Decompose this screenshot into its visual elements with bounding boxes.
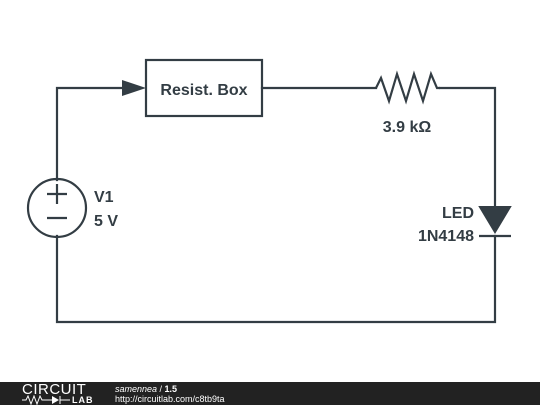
- resistor-value: 3.9 kΩ: [383, 119, 432, 136]
- title-separator: /: [157, 384, 165, 394]
- resist-box-component: [144, 58, 264, 118]
- footer-title-line: samennea / 1.5: [115, 384, 225, 394]
- resistor-component: [375, 70, 440, 105]
- author-name[interactable]: samennea: [115, 384, 158, 394]
- circuit-url[interactable]: http://circuitlab.com/c8tb9ta: [115, 394, 225, 404]
- led-diode-icon: [478, 206, 512, 234]
- voltage-source-value: 5 V: [94, 213, 118, 230]
- resist-box-label: Resist. Box: [160, 82, 247, 99]
- led-part: 1N4148: [418, 228, 474, 245]
- resistor-diode-logo-icon: [22, 395, 70, 405]
- logo-text-bottom: LAB: [72, 395, 94, 405]
- footer-bar: CIRCUIT LAB samennea / 1.5 http://circui…: [0, 382, 540, 405]
- footer-info: samennea / 1.5 http://circuitlab.com/c8t…: [115, 384, 225, 404]
- arrow-icon: [122, 80, 146, 96]
- wire-resistor-to-led: [438, 86, 497, 209]
- led-name: LED: [442, 205, 474, 222]
- logo-text-top: CIRCUIT: [22, 381, 87, 398]
- circuitlab-logo[interactable]: CIRCUIT LAB: [22, 382, 102, 405]
- version-label: 1.5: [164, 384, 178, 394]
- wire-led-to-bottom: [55, 234, 497, 324]
- voltage-source-component: [26, 177, 88, 239]
- circuit-schematic: Resist. Box 3.9 kΩ V1 5 V LED 1N4148: [26, 58, 512, 324]
- wire-left-top: [55, 86, 127, 182]
- voltage-source-name: V1: [94, 189, 114, 206]
